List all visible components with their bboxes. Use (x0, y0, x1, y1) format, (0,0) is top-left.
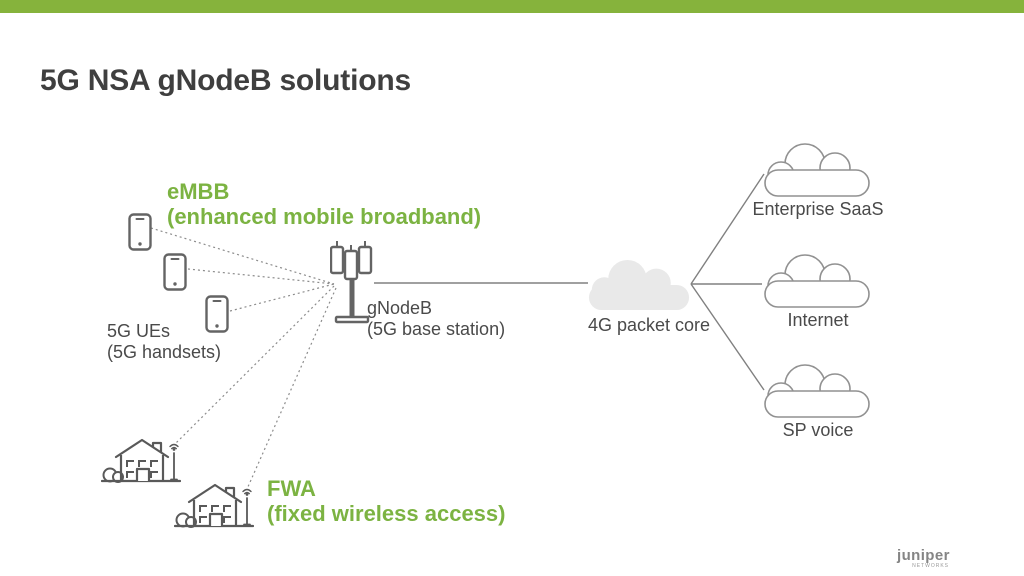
fwa-title: FWA (267, 476, 316, 501)
link-gnodeb-fwa1 (174, 285, 335, 445)
gnodeb-label: gNodeB (5G base station) (367, 298, 505, 340)
link-ue1-gnodeb (150, 227, 335, 285)
ues-title: 5G UEs (107, 321, 171, 341)
smartphone-icon (163, 253, 187, 291)
link-gnodeb-fwa2 (246, 287, 337, 490)
ues-subtitle: (5G handsets) (107, 342, 222, 362)
link-core-saas (690, 173, 765, 285)
juniper-logo-wordmark: Juniper (897, 547, 950, 564)
destination-label-enterprise-saas: Enterprise SaaS (752, 199, 884, 219)
embb-label: eMBB (enhanced mobile broadband) (167, 179, 481, 229)
embb-subtitle: (enhanced mobile broadband) (167, 204, 482, 229)
packet-core-label: 4G packet core (588, 315, 711, 335)
cloud-icon (763, 362, 871, 419)
ues-label: 5G UEs (5G handsets) (107, 321, 221, 363)
destination-label-sp-voice: SP voice (782, 420, 854, 440)
page-title: 5G NSA gNodeB solutions (40, 64, 411, 97)
embb-title: eMBB (167, 179, 230, 204)
house-with-antenna-icon (174, 483, 254, 529)
gnodeb-subtitle: (5G base station) (367, 319, 506, 339)
gnodeb-title: gNodeB (367, 298, 433, 318)
smartphone-icon (128, 213, 152, 251)
destination-label-internet: Internet (787, 310, 849, 330)
juniper-logo: Juniper NETWORKS (897, 547, 950, 569)
link-ue3-gnodeb (229, 283, 335, 312)
cloud-icon (763, 141, 871, 198)
fwa-subtitle: (fixed wireless access) (267, 501, 506, 526)
cloud-icon (763, 252, 871, 309)
house-with-antenna-icon (101, 438, 181, 484)
link-ue2-gnodeb (187, 268, 335, 285)
link-core-spvoice (690, 283, 765, 391)
juniper-logo-tagline: NETWORKS (912, 563, 949, 569)
accent-bar (0, 0, 1024, 13)
fwa-label: FWA (fixed wireless access) (267, 476, 505, 526)
filled-cloud-icon (587, 256, 691, 313)
